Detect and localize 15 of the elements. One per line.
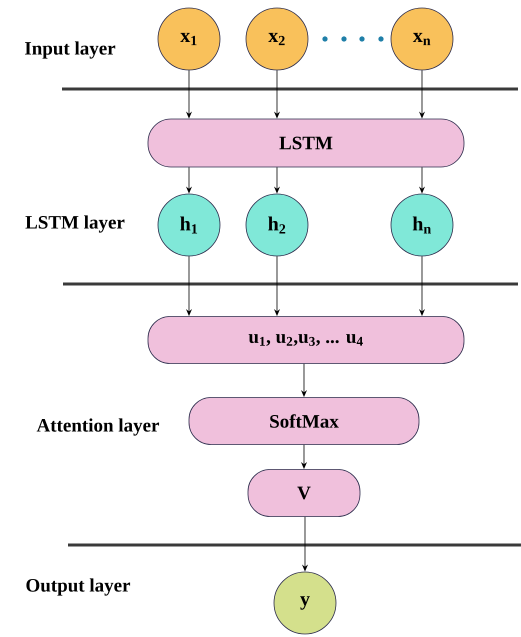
rounded-box: LSTM: [148, 118, 464, 168]
rounded-box: u$_{1}$, u$_{2}$,u$_{3}$, ... u$_{4}$: [148, 316, 464, 364]
circle-node: h$_{1}$: [158, 194, 220, 256]
layer-label: Input layer: [24, 41, 116, 59]
circle-node: x$_{1}$: [158, 8, 220, 70]
circle-node: x$_{2}$: [246, 8, 308, 70]
rounded-box: V: [248, 469, 360, 517]
layer-label: Attention layer: [36, 418, 160, 436]
layer-label: Output layer: [26, 578, 130, 596]
circle-node: h$_{2}$: [246, 194, 308, 256]
layer-label: LSTM layer: [25, 215, 124, 233]
circle-node: y: [274, 572, 336, 634]
circle-node: x$_{n}$: [390, 8, 454, 70]
circle-node: h$_{n}$: [390, 194, 454, 256]
rounded-box: SoftMax: [188, 397, 420, 445]
